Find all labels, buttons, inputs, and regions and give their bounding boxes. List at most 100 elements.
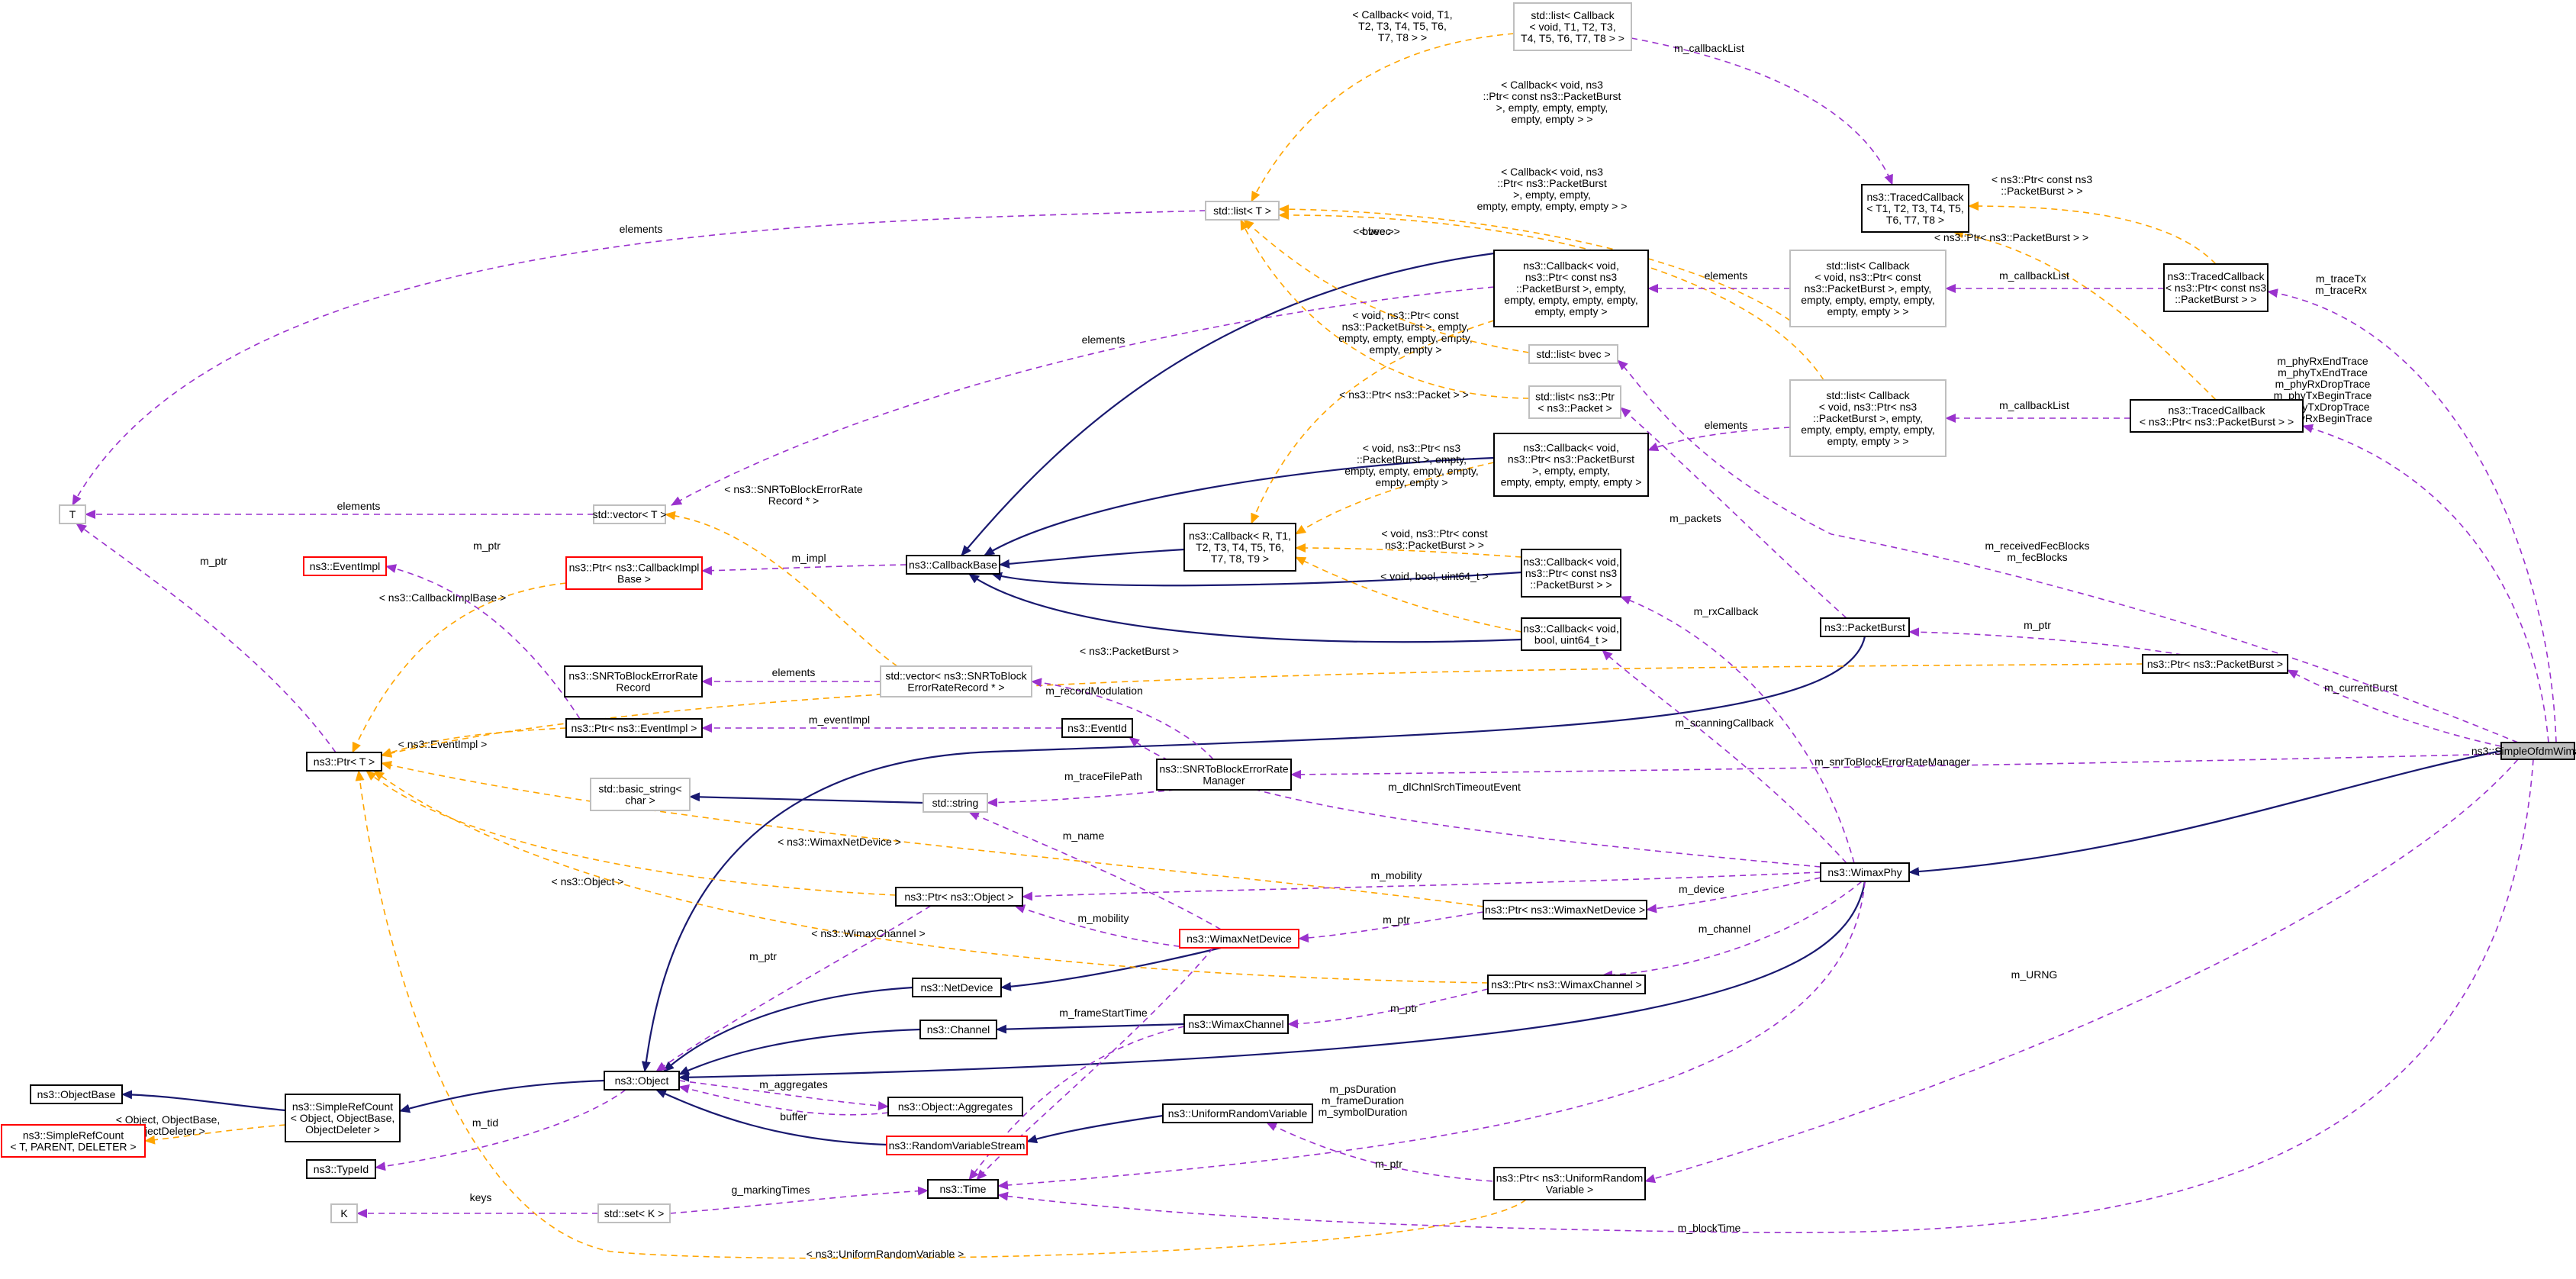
class-node-listptrpacket[interactable]: std::list< ns3::Ptr< ns3::Packet > xyxy=(1528,385,1621,419)
edge-use-wimaxnetdevice-stdstring xyxy=(968,811,1222,930)
class-name: ns3::TracedCallback< ns3::Ptr< ns3::Pack… xyxy=(2140,404,2294,428)
class-node-simplerefcount[interactable]: ns3::SimpleRefCount< Object, ObjectBase,… xyxy=(285,1094,401,1142)
class-node-ptrwimaxnetdevice[interactable]: ns3::Ptr< ns3::WimaxNetDevice > xyxy=(1483,900,1647,920)
edge-use-object-aggregates xyxy=(678,1080,889,1110)
edge-use-wimaxphy-cbvoidptrconstpb xyxy=(1620,596,1855,864)
edge-inh-cbR-cbbase xyxy=(999,548,1185,569)
class-name-line: ns3::Callback< void, xyxy=(1523,556,1619,568)
class-node-listT[interactable]: std::list< T > xyxy=(1205,201,1280,221)
edge-use-snrmgr-vecsnr xyxy=(1031,678,1214,760)
class-name-line: T7, T8, T9 > xyxy=(1211,553,1269,565)
edge-use-simpleofdm-ptrpacketburst xyxy=(2287,669,2502,747)
class-node-ptrT[interactable]: ns3::Ptr< T > xyxy=(306,752,382,772)
class-box xyxy=(1789,250,1946,327)
class-name-line: std::list< Callback xyxy=(1826,259,1910,272)
edge-label-tpl-ptrurv-ptrT: < ns3::UniformRandomVariable > xyxy=(807,1248,964,1260)
edge-inh-wimaxchannel-channel xyxy=(996,1023,1185,1034)
class-name-line: ns3::Ptr< ns3::WimaxChannel > xyxy=(1491,978,1642,991)
class-node-simpleofdm[interactable]: ns3::SimpleOfdmWimaxPhy xyxy=(2471,742,2576,760)
edge-label-use-object-aggregates: m_aggregates xyxy=(759,1078,828,1091)
class-name-line: ns3::CallbackBase xyxy=(909,559,997,571)
class-node-wimaxnetdevice[interactable]: ns3::WimaxNetDevice xyxy=(1179,929,1299,949)
edge-label-line: m_ptr xyxy=(1390,1002,1418,1014)
class-node-objectbase[interactable]: ns3::ObjectBase xyxy=(30,1084,123,1104)
edge-label-line: empty, empty > xyxy=(1375,476,1447,488)
class-node-stdsetK[interactable]: std::set< K > xyxy=(597,1203,671,1223)
class-node-vecT[interactable]: std::vector< T > xyxy=(593,504,667,524)
edge-label-line: m_frameDuration xyxy=(1322,1094,1404,1107)
edge-use-wimaxphy-ptrwimaxnetdevice xyxy=(1646,877,1821,913)
class-node-cbvoidptrconstpb[interactable]: ns3::Callback< void,ns3::Ptr< const ns3:… xyxy=(1521,549,1621,598)
class-node-cbR[interactable]: ns3::Callback< R, T1,T2, T3, T4, T5, T6,… xyxy=(1183,523,1296,572)
edge-label-line: < bvec > xyxy=(1359,225,1400,237)
class-node-aggregates[interactable]: ns3::Object::Aggregates xyxy=(887,1097,1023,1116)
edge-label-line: m_URNG xyxy=(2011,968,2058,981)
class-name-line: ns3::ObjectBase xyxy=(37,1088,116,1100)
class-node-rvs[interactable]: ns3::RandomVariableStream xyxy=(886,1136,1028,1155)
class-box xyxy=(1861,184,1969,233)
edge-label-line: < void, bool, uint64_t > xyxy=(1380,570,1489,582)
edge-label-line: Record * > xyxy=(768,495,819,507)
class-node-tcbpb[interactable]: ns3::TracedCallback< ns3::Ptr< ns3::Pack… xyxy=(2130,399,2304,433)
class-node-channel[interactable]: ns3::Channel xyxy=(919,1020,997,1039)
class-box xyxy=(565,556,703,590)
class-node-cbvoidptrpb[interactable]: ns3::Callback< void,ns3::Ptr< ns3::Packe… xyxy=(1493,433,1649,497)
edge-label-use-object-typeid: m_tid xyxy=(472,1116,498,1129)
class-node-typeid[interactable]: ns3::TypeId xyxy=(306,1159,376,1179)
class-node-tcbT[interactable]: ns3::TracedCallback< T1, T2, T3, T4, T5,… xyxy=(1861,184,1969,233)
class-node-cbbase[interactable]: ns3::CallbackBase xyxy=(906,555,1000,575)
edges-layer: < bvec >< Object, ObjectBase,ObjectDelet… xyxy=(72,8,2557,1260)
edge-use-stdsetK-time xyxy=(669,1186,929,1214)
class-name: ns3::UniformRandomVariable xyxy=(1168,1107,1308,1120)
class-node-basicstring[interactable]: std::basic_string<char > xyxy=(590,778,691,811)
class-node-time[interactable]: ns3::Time xyxy=(927,1179,999,1199)
edge-label-use-wimaxphy-ptrwimaxchannel: m_channel xyxy=(1699,923,1751,935)
class-node-packetburst[interactable]: ns3::PacketBurst xyxy=(1820,617,1910,637)
class-node-cbvoidbool[interactable]: ns3::Callback< void,bool, uint64_t > xyxy=(1521,617,1621,651)
edge-label-use-listcbT-tcbT: m_callbackList xyxy=(1674,42,1744,54)
class-name: std::basic_string<char > xyxy=(598,783,681,807)
class-node-eventid[interactable]: ns3::EventId xyxy=(1061,718,1133,738)
class-node-netdevice[interactable]: ns3::NetDevice xyxy=(912,978,1002,997)
class-name-line: ns3::Callback< R, T1, xyxy=(1189,530,1291,542)
class-node-eventimpl[interactable]: ns3::EventImpl xyxy=(303,556,387,576)
edge-label-line: ::PacketBurst > > xyxy=(2001,185,2082,197)
class-node-simplerefcountT[interactable]: ns3::SimpleRefCount< T, PARENT, DELETER … xyxy=(1,1124,146,1158)
edge-use-simpleofdm-tcbpb xyxy=(2302,424,2549,743)
class-box xyxy=(1521,549,1621,598)
class-node-K[interactable]: K xyxy=(330,1203,358,1223)
class-box xyxy=(1183,1014,1289,1034)
class-node-urv[interactable]: ns3::UniformRandomVariable xyxy=(1162,1103,1313,1123)
class-box xyxy=(1162,1103,1313,1123)
class-name-line: ns3::Callback< void, xyxy=(1523,259,1619,272)
edge-label-line: < ns3::Ptr< ns3::Packet > > xyxy=(1339,388,1469,401)
class-node-stdstring[interactable]: std::string xyxy=(923,793,988,813)
class-node-listbvec[interactable]: std::list< bvec > xyxy=(1528,344,1618,364)
class-node-wimaxphy[interactable]: ns3::WimaxPhy xyxy=(1820,862,1910,882)
class-node-listcbconstpb[interactable]: std::list< Callback< void, ns3::Ptr< con… xyxy=(1789,250,1946,327)
class-node-T[interactable]: T xyxy=(59,504,86,524)
class-node-listcbpb[interactable]: std::list< Callback< void, ns3::Ptr< ns3… xyxy=(1789,379,1946,457)
edge-label-line: m_currentBurst xyxy=(2324,681,2397,694)
class-node-tcbconstpb[interactable]: ns3::TracedCallback< ns3::Ptr< const ns3… xyxy=(2163,263,2268,312)
class-node-ptrpacketburst[interactable]: ns3::Ptr< ns3::PacketBurst > xyxy=(2142,654,2288,674)
class-name-line: std::list< ns3::Ptr xyxy=(1535,391,1615,403)
class-node-cbvoidptrconstpbempty[interactable]: ns3::Callback< void,ns3::Ptr< const ns3:… xyxy=(1493,250,1649,327)
class-node-listcbT[interactable]: std::list< Callback< void, T1, T2, T3,T4… xyxy=(1513,2,1632,51)
edge-label-line: ObjectDeleter > xyxy=(130,1125,205,1137)
class-node-ptreventimpl[interactable]: ns3::Ptr< ns3::EventImpl > xyxy=(565,718,703,738)
class-node-ptrobject[interactable]: ns3::Ptr< ns3::Object > xyxy=(895,887,1023,907)
class-node-ptrwimaxchannel[interactable]: ns3::Ptr< ns3::WimaxChannel > xyxy=(1487,975,1646,994)
edge-label-line: empty, empty > xyxy=(1369,343,1441,356)
edge-label-line: < ns3::SNRToBlockErrorRate xyxy=(724,483,863,495)
class-node-object[interactable]: ns3::Object xyxy=(604,1071,680,1091)
edge-label-line: m_callbackList xyxy=(1999,269,2069,282)
class-box xyxy=(2142,654,2288,674)
class-node-wimaxchannel[interactable]: ns3::WimaxChannel xyxy=(1183,1014,1289,1034)
